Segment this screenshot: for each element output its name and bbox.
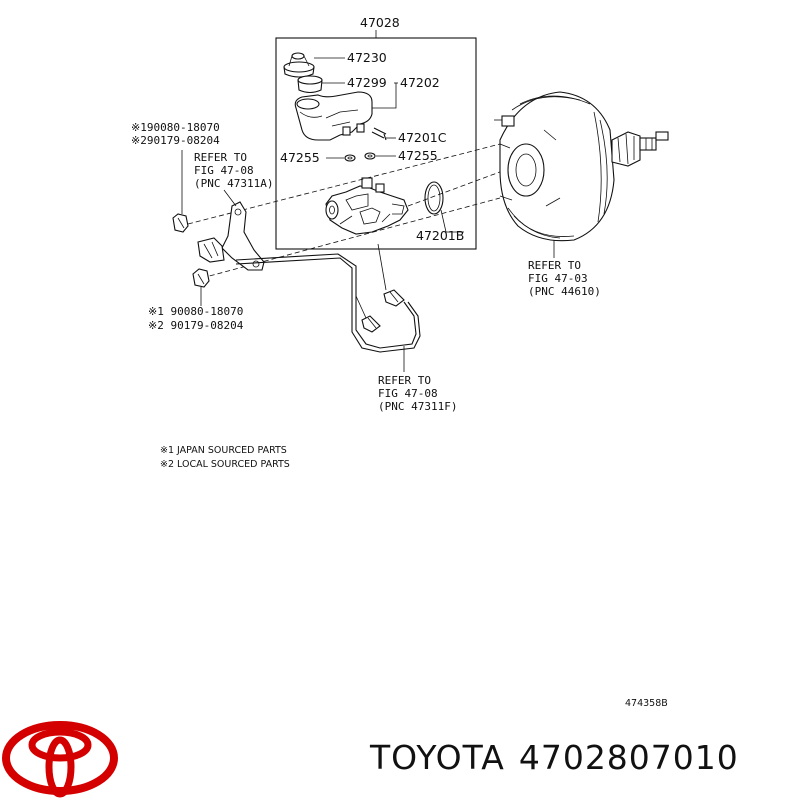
mounting-bracket-part <box>197 201 265 271</box>
grommet-left-part <box>344 154 356 162</box>
bolt-bottom-number-2: ※2 90179-08204 <box>148 319 244 332</box>
ref-bracket-line1: REFER TO <box>194 151 247 164</box>
bolt-top-part <box>172 213 189 233</box>
reservoir-tank-part <box>294 91 373 141</box>
part-label-grommet-right: 47255 <box>398 148 438 163</box>
ref-tube-line1: REFER TO <box>378 374 431 387</box>
ref-bracket-line3: (PNC 47311A) <box>194 177 273 190</box>
ref-booster-line3: (PNC 44610) <box>528 285 601 298</box>
part-label-reservoir: 47202 <box>400 75 440 90</box>
ref-booster-line2: FIG 47-03 <box>528 272 588 285</box>
toyota-logo <box>2 721 118 798</box>
bolt-top-number-1: ※190080-18070 <box>131 121 220 134</box>
master-cylinder-part <box>325 177 409 235</box>
brake-tube-part <box>235 243 421 353</box>
assembly-number-label: 47028 <box>360 15 400 30</box>
reservoir-cap-part <box>283 52 315 78</box>
part-label-connector: 47201C <box>398 130 447 145</box>
connector-part <box>371 127 387 141</box>
part-label-strainer: 47299 <box>347 75 387 90</box>
bolt-bottom-number-1: ※1 90080-18070 <box>148 305 243 318</box>
bolt-bottom-part <box>192 268 210 288</box>
note-japan-sourced: ※1 JAPAN SOURCED PARTS <box>160 445 287 456</box>
brake-booster-part <box>494 91 669 242</box>
ref-bracket-line2: FIG 47-08 <box>194 164 254 177</box>
brand-name: TOYOTA <box>370 738 505 777</box>
strainer-part <box>297 75 323 94</box>
diagram-code: 474358B <box>625 698 668 709</box>
ref-booster-line1: REFER TO <box>528 259 581 272</box>
part-label-cap: 47230 <box>347 50 387 65</box>
bolt-top-number-2: ※290179-08204 <box>131 134 220 147</box>
part-number: 4702807010 <box>518 738 739 777</box>
part-label-grommet-left: 47255 <box>280 150 320 165</box>
part-label-seal: 47201B <box>416 228 464 243</box>
grommet-right-part <box>364 152 376 160</box>
note-local-sourced: ※2 LOCAL SOURCED PARTS <box>160 459 290 470</box>
product-title: TOYOTA 4702807010 <box>370 738 795 777</box>
ref-tube-line3: (PNC 47311F) <box>378 400 457 413</box>
ref-tube-line2: FIG 47-08 <box>378 387 438 400</box>
